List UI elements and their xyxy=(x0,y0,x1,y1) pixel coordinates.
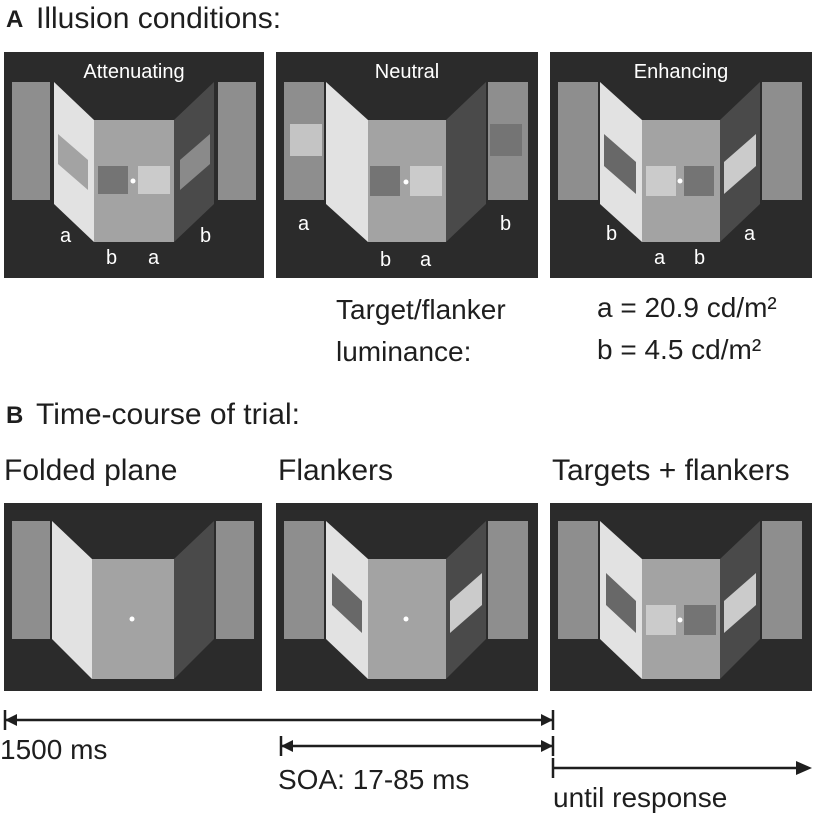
panel-title-flankers: Flankers xyxy=(278,454,394,487)
panel-title: Neutral xyxy=(374,61,440,83)
right-target xyxy=(138,166,170,194)
left-target xyxy=(370,166,400,196)
luminance-label-line2: luminance: xyxy=(336,336,472,367)
panel-targets-flankers xyxy=(550,503,812,691)
target-label-right: b xyxy=(694,247,706,269)
left-target xyxy=(646,166,676,196)
luminance-label-line1: Target/flanker xyxy=(336,294,506,325)
panel-title: Enhancing xyxy=(633,61,729,83)
target-label-right: a xyxy=(148,247,160,269)
flanker-label-right: a xyxy=(744,223,756,245)
left-flanker xyxy=(604,134,636,194)
target-label-left: a xyxy=(654,247,666,269)
fixation-dot xyxy=(130,178,136,184)
fixation-dot xyxy=(677,178,683,184)
luminance-value-a: a = 20.9 cd/m² xyxy=(597,292,777,323)
enhancing-stimulus xyxy=(550,52,812,278)
duration-1500-label: 1500 ms xyxy=(0,734,108,765)
target-label-left: b xyxy=(380,249,392,271)
panel-enhancing: Enhancing b a b a xyxy=(550,52,812,278)
flanker-label-left: b xyxy=(606,223,618,245)
right-flanker xyxy=(450,573,482,633)
until-response-label: until response xyxy=(553,782,728,813)
fixation-dot xyxy=(677,617,683,623)
luminance-value-b: b = 4.5 cd/m² xyxy=(597,334,762,365)
attenuating-stimulus xyxy=(4,52,264,278)
folded-plane-stimulus xyxy=(4,503,262,691)
fixation-dot xyxy=(403,616,409,622)
panel-neutral: Neutral a b a b xyxy=(276,52,538,278)
panel-folded-plane xyxy=(4,503,262,691)
soa-label: SOA: 17-85 ms xyxy=(278,764,470,795)
right-flanker xyxy=(724,573,756,633)
section-a-title: Illusion conditions: xyxy=(36,2,282,35)
right-target xyxy=(684,605,716,635)
neutral-stimulus xyxy=(276,52,538,278)
target-label-right: a xyxy=(420,249,432,271)
left-flanker xyxy=(332,573,362,633)
panel-title-folded-plane: Folded plane xyxy=(4,454,178,487)
timeline xyxy=(3,710,812,778)
fixation-dot xyxy=(129,616,135,622)
right-flanker xyxy=(490,124,522,156)
flanker-label-right: b xyxy=(200,225,212,247)
panel-title-targets-flankers: Targets + flankers xyxy=(552,454,790,487)
left-flanker xyxy=(58,134,88,190)
panel-title: Attenuating xyxy=(83,61,185,83)
panel-flankers xyxy=(276,503,538,691)
left-target xyxy=(646,605,676,635)
flanker-label-right: b xyxy=(500,213,512,235)
flanker-label-left: a xyxy=(60,225,72,247)
right-flanker xyxy=(724,134,756,194)
flankers-stimulus xyxy=(276,503,538,691)
flanker-label-left: a xyxy=(298,213,310,235)
panel-attenuating: Attenuating a b a b xyxy=(4,52,264,278)
section-b-letter: B xyxy=(6,402,24,429)
right-target xyxy=(410,166,442,196)
left-flanker xyxy=(290,124,322,156)
left-target xyxy=(98,166,128,194)
target-label-left: b xyxy=(106,247,118,269)
right-flanker xyxy=(180,134,210,190)
section-a-letter: A xyxy=(6,6,24,33)
left-flanker xyxy=(606,573,636,633)
fixation-dot xyxy=(403,179,409,185)
section-b-title: Time-course of trial: xyxy=(36,398,300,431)
right-target xyxy=(684,166,714,196)
targets-flankers-stimulus xyxy=(550,503,812,691)
